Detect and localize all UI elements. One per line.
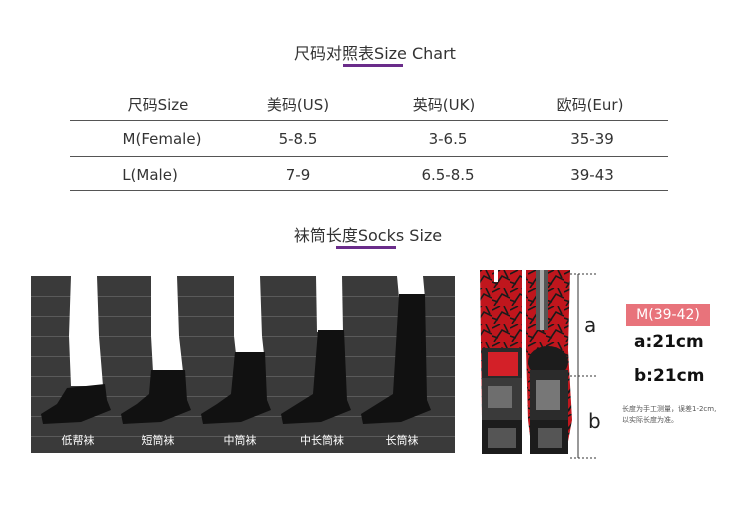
table-row: M(Female) 5-8.5 3-6.5 35-39 [70,122,668,156]
measurement-note: 长度为手工测量，误差1-2cm, 以实际长度为准。 [622,404,748,426]
sock-type-crew: 中筒袜 [223,434,257,447]
sock-type-knee-high: 长筒袜 [385,434,419,447]
divider [70,156,668,157]
header-eur: 欧码(Eur) [556,96,624,114]
divider [70,120,668,121]
table-row: L(Male) 7-9 6.5-8.5 39-43 [70,158,668,192]
sock-type-mid-calf: 中长筒袜 [300,434,344,447]
dimension-label-b: b [588,409,601,433]
title-underline [336,246,396,249]
sock-legs-illustration [41,276,431,424]
note-line: 长度为手工测量，误差1-2cm, [622,405,717,413]
divider [70,190,668,191]
sock-type-ankle: 短筒袜 [141,434,175,447]
measurement-b: b:21cm [634,366,705,386]
socks-size-title: 袜筒长度Socks Size [293,226,443,245]
sock-types-panel: 低帮袜 短筒袜 中筒袜 中长筒袜 长筒袜 [31,276,455,453]
dimension-label-a: a [584,313,597,337]
cell-us: 5-8.5 [278,130,318,148]
title-underline [343,64,403,67]
dimension-lines [570,273,598,459]
cell-uk: 3-6.5 [428,130,468,148]
cell-uk: 6.5-8.5 [421,166,475,184]
cell-us: 7-9 [285,166,311,184]
product-socks-image [480,270,572,454]
table-header-row: 尺码Size 美码(US) 英码(UK) 欧码(Eur) [70,86,668,120]
cell-size: L(Male) [122,166,178,184]
cell-eur: 35-39 [570,130,614,148]
cell-size: M(Female) [122,130,202,148]
sock-type-no-show: 低帮袜 [61,434,95,447]
cell-eur: 39-43 [570,166,614,184]
header-us: 美码(US) [266,96,330,114]
header-size: 尺码Size [127,96,189,114]
measurement-a: a:21cm [634,332,704,352]
size-chart-title: 尺码对照表Size Chart [294,44,456,63]
note-line: 以实际长度为准。 [622,416,678,424]
size-badge: M(39-42) [626,304,710,326]
header-uk: 英码(UK) [412,96,476,114]
